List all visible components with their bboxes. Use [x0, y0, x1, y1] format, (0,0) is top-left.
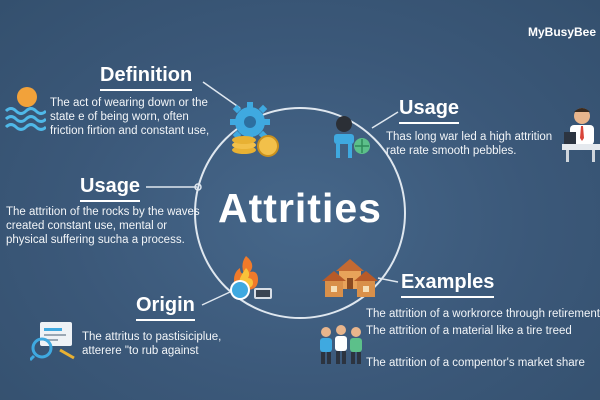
- usage-right-text: Thas long war led a high attrition rate …: [386, 131, 553, 157]
- center-ring: [194, 107, 406, 319]
- examples-item: The attrition of a workrorce through ret…: [366, 308, 600, 320]
- origin-underline: [136, 319, 195, 321]
- definition-underline: [100, 89, 193, 91]
- usage-right-heading-label: Usage: [399, 97, 460, 119]
- definition-heading-label: Definition: [100, 64, 193, 86]
- origin-heading: Origin: [136, 294, 195, 321]
- sun-waves-icon: [4, 87, 46, 131]
- examples-heading-label: Examples: [401, 271, 495, 293]
- origin-heading-label: Origin: [136, 294, 195, 316]
- magnifier-report-icon: [30, 322, 75, 362]
- person-globe-icon: [334, 116, 370, 158]
- origin-text: The attritus to pastisiciplue, atterere …: [82, 331, 222, 357]
- gear-coins-icon: [230, 102, 279, 157]
- usage-left-heading-label: Usage: [80, 175, 141, 197]
- definition-text: The act of wearing down or the state e o…: [50, 97, 210, 137]
- houses-icon: [322, 259, 378, 297]
- businessman-desk-icon: [562, 108, 600, 162]
- usage-left-dot: [194, 183, 202, 191]
- definition-connector: [202, 81, 241, 109]
- usage-right-connector: [371, 111, 399, 129]
- fire-globe-icon: [230, 256, 272, 300]
- examples-item: The attrition of a material like a tire …: [366, 325, 572, 337]
- brand-logo: MyBusyBee: [528, 25, 597, 39]
- examples-underline: [401, 296, 495, 298]
- team-people-icon: [320, 325, 362, 364]
- examples-item: The attrition of a compentor's market sh…: [366, 357, 585, 369]
- examples-heading: Examples: [401, 271, 495, 298]
- center-title: Attrities: [218, 185, 382, 231]
- usage-right-underline: [399, 122, 460, 124]
- origin-connector: [201, 291, 231, 306]
- examples-connector: [377, 277, 399, 283]
- usage-left-text: The attrition of the rocks by the waves …: [6, 206, 200, 246]
- usage-right-heading: Usage: [399, 97, 460, 124]
- usage-left-heading: Usage: [80, 175, 141, 202]
- usage-left-underline: [80, 200, 141, 202]
- definition-heading: Definition: [100, 64, 193, 91]
